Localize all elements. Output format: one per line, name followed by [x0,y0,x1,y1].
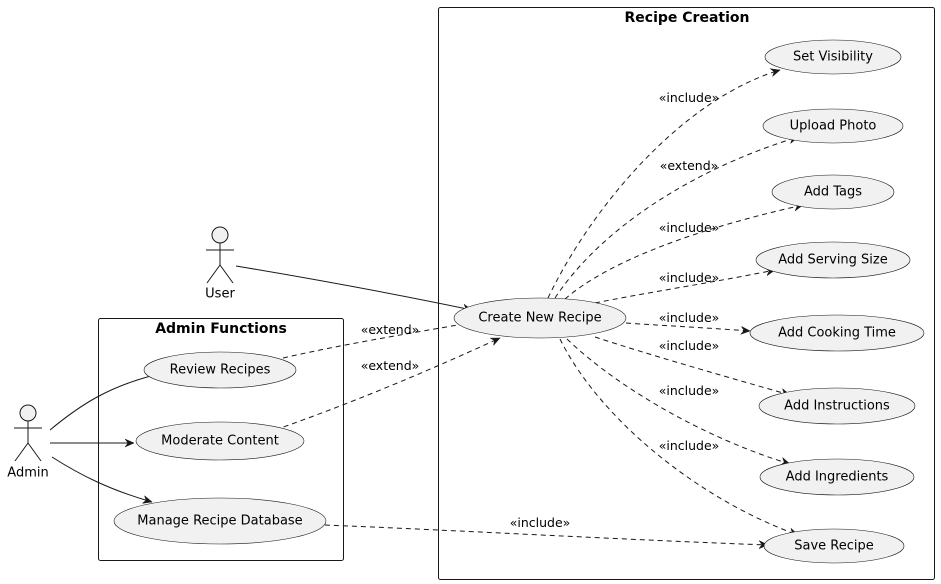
create-new-recipe-label: Create New Recipe [478,311,601,326]
label-include-set-visibility: «include» [659,90,720,105]
user-create-association [235,265,472,310]
recipe-creation-title: Recipe Creation [625,10,750,26]
use-case-add-tags[interactable]: Add Tags [771,174,895,210]
use-case-manage-recipe-database[interactable]: Manage Recipe Database [113,497,327,545]
save-recipe-label: Save Recipe [794,539,874,554]
use-case-save-recipe[interactable]: Save Recipe [763,528,905,564]
moderate-content-label: Moderate Content [161,434,279,449]
set-visibility-label: Set Visibility [793,50,873,65]
actor-user[interactable]: User [205,226,235,302]
use-case-add-ingredients[interactable]: Add Ingredients [759,458,915,496]
use-case-moderate-content[interactable]: Moderate Content [135,421,305,461]
admin-label: Admin [7,466,48,481]
admin-functions-title: Admin Functions [155,321,287,337]
admin-manage-association [51,456,152,502]
extend-moderate-content [274,337,500,431]
label-include-add-cooking-time: «include» [659,310,720,325]
label-extend-upload-photo: «extend» [660,158,719,173]
use-case-upload-photo[interactable]: Upload Photo [762,108,904,144]
include-add-instructions [594,336,790,395]
include-add-cooking-time [625,322,750,331]
admin-review-association [49,373,163,431]
upload-photo-label: Upload Photo [790,119,877,134]
use-case-add-instructions[interactable]: Add Instructions [758,387,916,425]
label-include-add-tags: «include» [659,220,720,235]
actor-admin[interactable]: Admin [7,404,49,481]
extend-upload-photo [554,137,798,299]
include-save-recipe [559,338,798,535]
admin-functions-package: Admin Functions [98,318,344,561]
use-case-add-serving-size[interactable]: Add Serving Size [755,241,911,279]
use-case-review-recipes[interactable]: Review Recipes [143,351,297,389]
recipe-creation-package: Recipe Creation [438,7,935,580]
add-instructions-label: Add Instructions [784,399,890,414]
label-extend-review: «extend» [361,322,420,337]
include-add-ingredients [566,338,790,464]
include-set-visibility [547,70,780,299]
include-add-serving-size [594,270,775,304]
label-include-add-serving-size: «include» [659,270,720,285]
add-cooking-time-label: Add Cooking Time [778,326,896,341]
user-label: User [205,287,235,302]
label-include-add-ingredients: «include» [659,383,720,398]
add-tags-label: Add Tags [804,185,862,200]
include-add-tags [564,205,803,300]
manage-recipe-database-label: Manage Recipe Database [137,514,302,529]
label-include-manage: «include» [510,515,571,530]
use-case-add-cooking-time[interactable]: Add Cooking Time [749,314,925,352]
label-include-add-instructions: «include» [659,338,720,353]
user-head-icon [211,226,229,244]
include-manage-save [324,524,768,545]
use-case-set-visibility[interactable]: Set Visibility [764,39,902,75]
add-serving-size-label: Add Serving Size [778,253,888,268]
use-case-create-new-recipe[interactable]: Create New Recipe [453,297,627,339]
admin-head-icon [19,404,37,422]
label-extend-moderate: «extend» [361,358,420,373]
review-recipes-label: Review Recipes [170,363,271,378]
extend-review-recipes [282,322,475,359]
label-include-save-recipe: «include» [659,438,720,453]
add-ingredients-label: Add Ingredients [786,470,889,485]
